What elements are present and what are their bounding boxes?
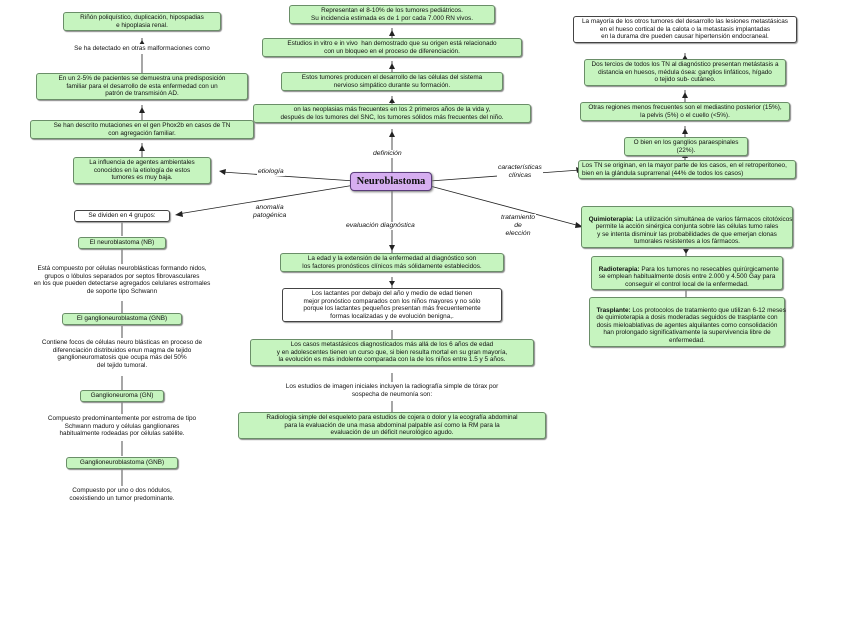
anomalia-gn-node[interactable]: Ganglioneuroma (GN) bbox=[80, 390, 164, 402]
definicion-node-1[interactable]: Representan el 8-10% de los tumores pedi… bbox=[289, 5, 495, 25]
evaluacion-node-4: Los estudios de imagen iniciales incluye… bbox=[256, 382, 528, 400]
definicion-node-3[interactable]: Estos tumores producen el desarrollo de … bbox=[281, 72, 503, 92]
trasplante-title: Trasplante: bbox=[596, 306, 631, 314]
anomalia-gn-description: Compuesto predominantemente por estroma … bbox=[24, 414, 220, 439]
anomalia-groups-node[interactable]: Se dividen en 4 grupos: bbox=[74, 210, 170, 222]
evaluacion-node-5[interactable]: Radiologia simple del esqueleto para est… bbox=[238, 412, 546, 439]
etiologia-node-5[interactable]: La influencia de agentes ambientales con… bbox=[73, 157, 211, 184]
evaluacion-node-3[interactable]: Los casos metastásicos diagnosticados má… bbox=[250, 339, 534, 366]
anomalia-gnb-node-2[interactable]: Ganglioneuroblastoma (GNB) bbox=[66, 457, 178, 469]
evaluacion-node-2[interactable]: Los lactantes por debajo del año y medio… bbox=[282, 288, 502, 323]
anomalia-gnb-node-1[interactable]: El ganglioneuroblastoma (GNB) bbox=[62, 313, 182, 325]
link-label-etiologia: etiología bbox=[257, 168, 285, 176]
link-label-evaluacion: evaluación diagnóstica bbox=[345, 222, 416, 230]
central-concept-neuroblastoma[interactable]: Neuroblastoma bbox=[350, 172, 432, 191]
link-label-caracteristicas: características clínicas bbox=[497, 164, 543, 180]
radioterapia-text: Para los tumores no resecables quirúrgic… bbox=[598, 265, 779, 288]
caracteristicas-node-2[interactable]: Dos tercios de todos los TN al diagnósti… bbox=[584, 59, 786, 86]
caracteristicas-node-4[interactable]: O bien en los ganglios paraespinales (22… bbox=[624, 137, 748, 157]
quimioterapia-text: La utilización simultánea de varios fárm… bbox=[595, 215, 793, 246]
caracteristicas-node-1[interactable]: La mayoría de los otros tumores del desa… bbox=[573, 16, 797, 43]
definicion-node-4[interactable]: on las neoplasias más frecuentes en los … bbox=[253, 104, 531, 124]
trasplante-text: Los protocolos de tratamiento que utiliz… bbox=[596, 306, 786, 344]
tratamiento-trasplante-node[interactable]: Trasplante: Los protocolos de tratamient… bbox=[589, 297, 786, 347]
anomalia-gnb-description-2: Compuesto por uno o dos nódulos, coexist… bbox=[48, 486, 196, 504]
link-label-anomalia: anomalía patogénica bbox=[252, 204, 288, 220]
anomalia-gnb-description-1: Contiene focos de células neuro blástica… bbox=[22, 338, 222, 371]
caracteristicas-node-5[interactable]: Los TN se originan, en la mayor parte de… bbox=[578, 160, 796, 180]
tratamiento-radioterapia-node[interactable]: Radioterapia: Para los tumores no reseca… bbox=[591, 256, 783, 291]
link-label-tratamiento: tratamiento de elección bbox=[500, 214, 537, 238]
radioterapia-title: Radioterapia: bbox=[598, 265, 640, 273]
definicion-node-2[interactable]: Estudios in vitro e in vivo han demostra… bbox=[262, 38, 522, 58]
anomalia-nb-node[interactable]: El neuroblastoma (NB) bbox=[78, 237, 166, 249]
etiologia-node-3[interactable]: En un 2-5% de pacientes se demuestra una… bbox=[36, 73, 248, 100]
etiologia-node-1[interactable]: Riñón poliquístico, duplicación, hipospa… bbox=[63, 12, 221, 32]
quimioterapia-title: Quimioterapia: bbox=[588, 215, 634, 223]
link-label-definicion: definición bbox=[372, 150, 403, 158]
etiologia-node-2: Se ha detectado en otras malformaciones … bbox=[52, 44, 232, 54]
anomalia-nb-description: Está compuesto por células neuroblástica… bbox=[14, 264, 230, 297]
tratamiento-quimioterapia-node[interactable]: Quimioterapia: La utilización simultánea… bbox=[581, 206, 793, 248]
etiologia-node-4[interactable]: Se han descrito mutaciones en el gen Pho… bbox=[30, 120, 254, 140]
evaluacion-node-1[interactable]: La edad y la extensión de la enfermedad … bbox=[280, 253, 504, 273]
caracteristicas-node-3[interactable]: Otras regiones menos frecuentes son el m… bbox=[580, 102, 790, 122]
